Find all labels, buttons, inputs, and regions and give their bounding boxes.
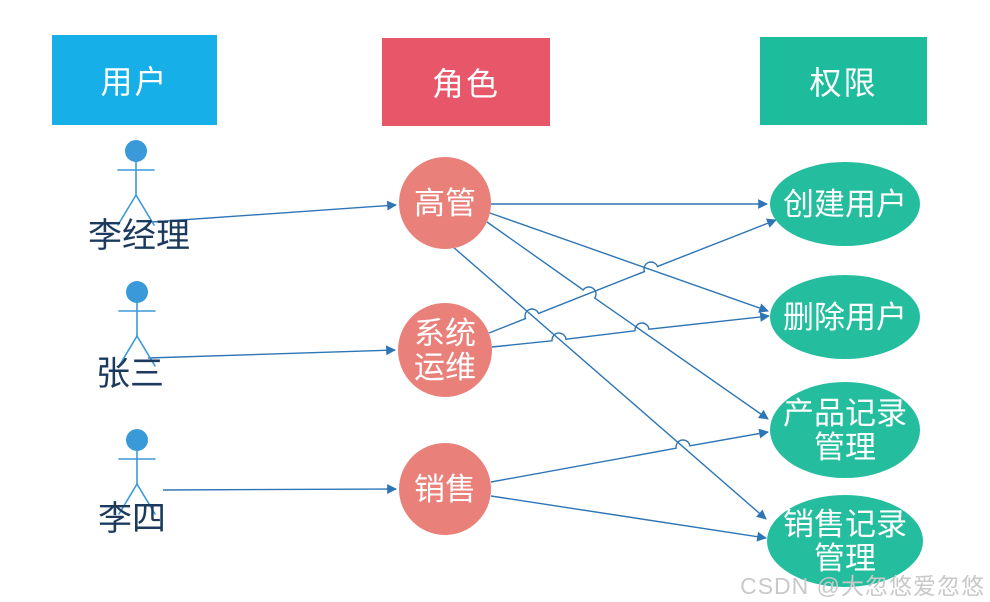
actor-leg-left — [118, 483, 138, 515]
role-circle — [399, 157, 491, 249]
column-header-roles-label: 角色 — [431, 66, 500, 102]
column-header-roles: 角色 — [382, 38, 550, 126]
permission-ellipse — [770, 162, 920, 246]
edge-manager-li-executive — [151, 200, 397, 223]
permission-node-product-record-mgmt: 产品记录管理 — [770, 382, 920, 478]
actor-head-icon — [125, 140, 147, 162]
actor-leg-right — [136, 335, 156, 367]
edges-layer — [147, 199, 777, 542]
actor-leg-left — [117, 194, 137, 226]
user-name: 李经理 — [88, 217, 190, 255]
edge-sales-sales-record-mgmt — [490, 495, 767, 542]
role-node-system-ops: 系统运维 — [398, 303, 492, 397]
permission-ellipse — [770, 275, 920, 359]
permission-node-sales-record-mgmt: 销售记录管理 — [767, 495, 923, 587]
actor-head-icon — [126, 281, 148, 303]
node-label: 销售 — [414, 472, 476, 507]
node-label: 高管 — [414, 186, 476, 221]
column-header-users: 用户 — [52, 35, 217, 125]
permission-ellipse — [767, 495, 923, 587]
column-header-permissions: 权限 — [760, 37, 927, 125]
node-label: 销售记录管理 — [783, 507, 907, 576]
user-name: 张三 — [96, 356, 164, 393]
actor-leg-right — [136, 483, 156, 515]
column-header-permissions-label: 权限 — [809, 65, 878, 101]
user-actor-li-si: 李四 — [98, 429, 166, 538]
node-label: 创建用户 — [783, 187, 907, 222]
edge-executive-sales-record-mgmt — [451, 245, 767, 520]
role-circle — [399, 443, 491, 535]
edge-system-ops-create-user — [488, 218, 777, 334]
edge-sales-product-record-mgmt — [490, 428, 769, 483]
edge-zhang-san-system-ops — [147, 345, 396, 359]
user-actor-manager-li: 李经理 — [88, 140, 190, 255]
node-label: 产品记录管理 — [783, 396, 907, 465]
column-header-users-label: 用户 — [100, 64, 169, 100]
edge-executive-product-record-mgmt — [486, 221, 769, 420]
watermark: CSDN @大忽悠爱忽悠 — [740, 573, 985, 599]
node-label: 删除用户 — [783, 300, 907, 335]
user-name: 李四 — [98, 500, 166, 538]
edge-system-ops-delete-user — [491, 312, 770, 348]
actor-leg-right — [135, 194, 155, 226]
edge-li-si-sales — [162, 484, 397, 494]
role-circle — [398, 303, 492, 397]
role-node-sales: 销售 — [399, 443, 491, 535]
actor-head-icon — [126, 429, 148, 451]
permission-ellipse — [770, 382, 920, 478]
node-label: 系统运维 — [414, 316, 476, 385]
actor-leg-left — [118, 335, 138, 367]
edge-executive-delete-user — [489, 212, 769, 313]
user-actor-zhang-san: 张三 — [96, 281, 164, 393]
permission-node-create-user: 创建用户 — [770, 162, 920, 246]
permission-node-delete-user: 删除用户 — [770, 275, 920, 359]
role-node-executive: 高管 — [399, 157, 491, 249]
